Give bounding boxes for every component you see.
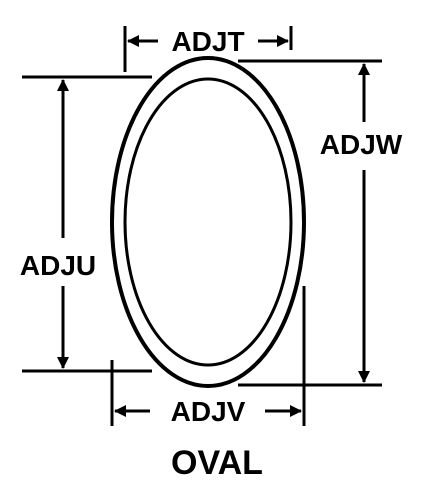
- diagram-title: OVAL: [171, 444, 263, 482]
- inner-oval: [123, 77, 293, 367]
- adjt-label: ADJT: [171, 26, 244, 57]
- adju-label: ADJU: [20, 250, 96, 281]
- adjw-label: ADJW: [320, 129, 403, 160]
- adjv-label: ADJV: [171, 396, 246, 427]
- outer-oval: [110, 56, 306, 388]
